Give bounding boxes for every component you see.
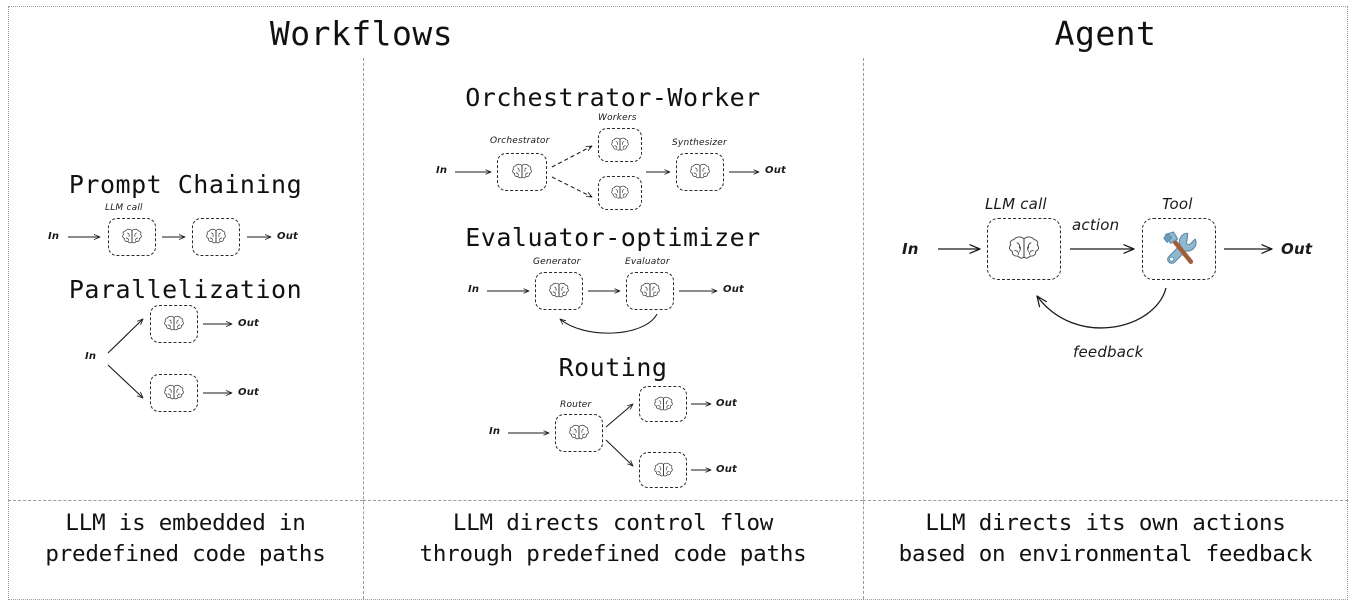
divider-workflows-agent: [863, 58, 864, 599]
generator-node: [535, 272, 583, 310]
caption-workflows-left: LLM is embedded in predefined code paths: [8, 508, 363, 570]
brain-icon: [611, 137, 629, 151]
caption-agent: LLM directs its own actions based on env…: [863, 508, 1348, 570]
evaluator-out-label: Out: [723, 284, 745, 295]
parallelization-in-label: In: [85, 351, 97, 362]
divider-caption-right: [863, 500, 1348, 501]
evaluator-node: [626, 272, 674, 310]
caption-workflows-mid: LLM directs control flow through predefi…: [363, 508, 863, 570]
section-title-parallelization: Parallelization: [68, 275, 303, 304]
parallelization-node-top: [150, 305, 198, 343]
worker-node-top: [598, 128, 642, 162]
brain-icon: [122, 228, 142, 244]
prompt-chaining-in-label: In: [48, 231, 60, 242]
orchestrator-out-label: Out: [765, 165, 787, 176]
prompt-chaining-node-2: [192, 218, 240, 256]
caption-line-1: LLM is embedded in: [65, 510, 306, 536]
divider-caption-left: [8, 500, 363, 501]
orchestrator-in-label: In: [436, 165, 448, 176]
router-node: [555, 414, 603, 452]
section-title-evaluator-optimizer: Evaluator-optimizer: [465, 223, 761, 252]
generator-label: Generator: [533, 257, 581, 267]
synthesizer-node: [676, 153, 724, 191]
prompt-chaining-node-1: [108, 218, 156, 256]
routing-out-top-label: Out: [716, 398, 738, 409]
brain-icon: [653, 462, 673, 476]
brain-icon: [611, 185, 629, 199]
caption-line-2: predefined code paths: [45, 541, 326, 567]
orchestrator-label: Orchestrator: [490, 136, 550, 146]
agent-tool-label: Tool: [1162, 195, 1193, 213]
brain-icon: [569, 424, 589, 440]
section-title-orchestrator-worker: Orchestrator-Worker: [465, 83, 761, 112]
routing-out-bottom-label: Out: [716, 464, 738, 475]
routing-node-top: [639, 386, 687, 422]
brain-icon: [690, 163, 710, 179]
panel-title-workflows: Workflows: [269, 14, 454, 53]
evaluator-label: Evaluator: [625, 257, 670, 267]
caption-line-1: LLM directs control flow: [452, 510, 774, 536]
evaluator-in-label: In: [468, 284, 480, 295]
caption-line-2: through predefined code paths: [419, 541, 807, 567]
brain-icon: [164, 315, 184, 331]
divider-caption-mid: [363, 500, 863, 501]
brain-icon: [164, 384, 184, 400]
agent-action-label: action: [1072, 216, 1120, 234]
outer-frame: [8, 6, 1348, 600]
parallelization-node-bottom: [150, 374, 198, 412]
hammer-and-wrench-icon: [1163, 231, 1197, 264]
orchestrator-node: [497, 153, 547, 191]
caption-line-2: based on environmental feedback: [898, 541, 1313, 567]
agent-feedback-label: feedback: [1073, 343, 1144, 361]
agent-tool-node: [1142, 218, 1216, 280]
brain-icon: [1009, 236, 1039, 259]
prompt-chaining-llm-call-label: LLM call: [105, 203, 143, 213]
brain-icon: [549, 282, 569, 298]
worker-node-bottom: [598, 176, 642, 210]
routing-node-bottom: [639, 452, 687, 488]
brain-icon: [640, 282, 660, 298]
prompt-chaining-out-label: Out: [277, 231, 299, 242]
brain-icon: [512, 163, 532, 179]
panel-title-agent: Agent: [1054, 14, 1157, 53]
agent-llm-call-node: [987, 218, 1061, 280]
caption-line-1: LLM directs its own actions: [925, 510, 1286, 536]
divider-workflows-left-mid: [363, 58, 364, 599]
synthesizer-label: Synthesizer: [672, 138, 727, 148]
section-title-prompt-chaining: Prompt Chaining: [68, 170, 303, 199]
brain-icon: [206, 228, 226, 244]
routing-in-label: In: [489, 426, 501, 437]
router-label: Router: [560, 400, 592, 410]
workers-label: Workers: [598, 113, 637, 123]
agent-out-label: Out: [1281, 240, 1313, 258]
agent-in-label: In: [902, 240, 919, 258]
parallelization-out-bottom-label: Out: [238, 387, 260, 398]
parallelization-out-top-label: Out: [238, 318, 260, 329]
section-title-routing: Routing: [558, 353, 668, 382]
brain-icon: [653, 396, 673, 410]
agent-llm-call-label: LLM call: [985, 195, 1047, 213]
